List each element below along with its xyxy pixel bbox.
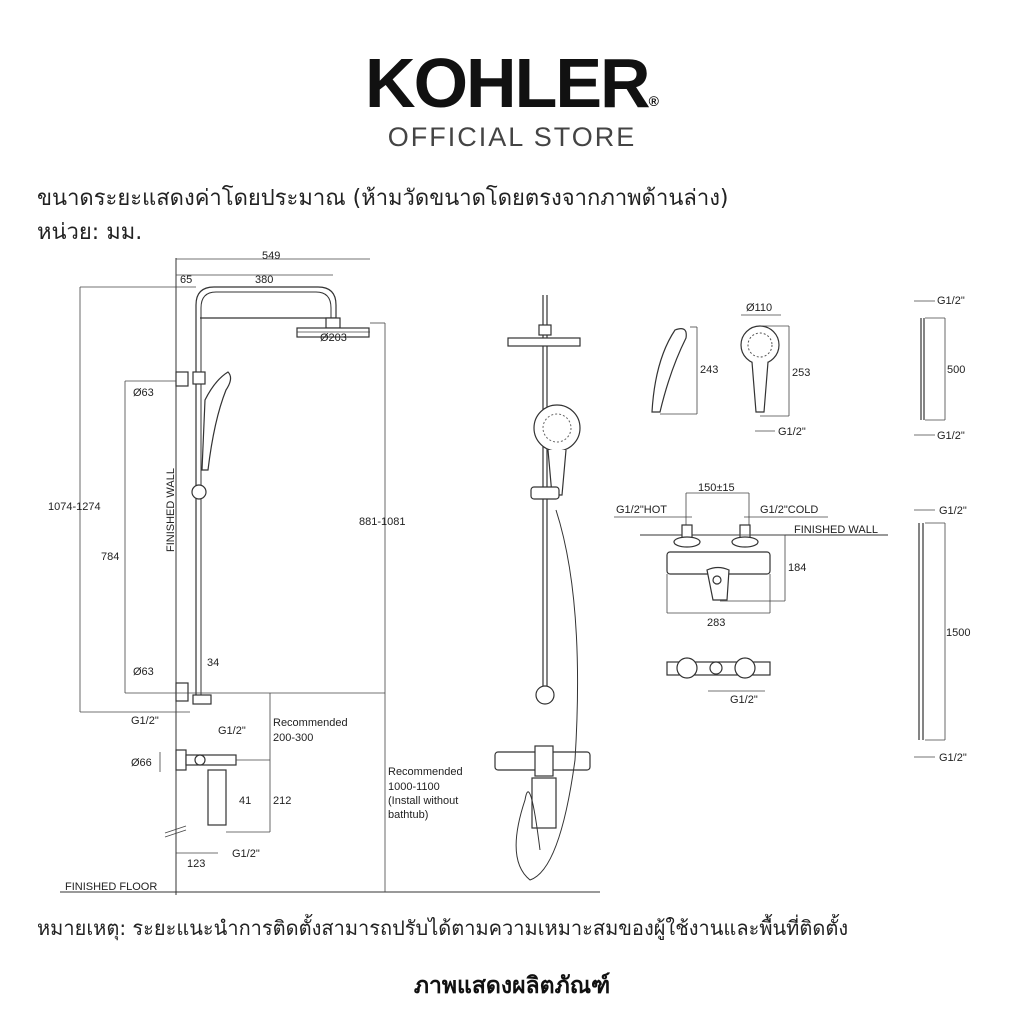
finished-wall-label: FINISHED WALL [165, 468, 177, 552]
long-hose-top: G1/2" [939, 505, 967, 517]
dim-283: 283 [707, 617, 725, 629]
rain-head [296, 327, 370, 338]
mixer-outlet-label: G1/2" [730, 694, 758, 706]
dim-65: 65 [180, 274, 192, 286]
unit-text: หน่วย: มม. [37, 220, 143, 245]
recommended-height-note1: (Install without [388, 795, 458, 807]
store-subtitle: OFFICIAL STORE [387, 122, 637, 152]
dim-380: 380 [255, 274, 273, 286]
dim-bracket-top: Ø63 [133, 387, 154, 399]
mixer-outlet-label: G1/2" [232, 848, 260, 860]
logo-text: KOHLER [365, 44, 651, 122]
side-view-drawing: 549 65 380 Ø203 Ø63 1074-1274 FINISHED W… [48, 250, 600, 895]
dim-123: 123 [187, 858, 205, 870]
installation-note: หมายเหตุ: ระยะแนะนำการติดตั้งสามารถปรับไ… [37, 916, 849, 940]
dim-253: 253 [792, 367, 810, 379]
hand-shower-connection: G1/2" [778, 426, 806, 438]
recommended-height-value: 1000-1100 [388, 781, 440, 793]
recommended-gap-label: Recommended [273, 717, 348, 729]
slider [191, 484, 207, 500]
kohler-logo: KOHLER® [0, 48, 1024, 118]
shower-pipe [195, 286, 337, 700]
dim-bracket-bottom: Ø63 [133, 666, 154, 678]
hose-front [515, 509, 579, 881]
product-image-title: ภาพแสดงผลิตภัณฑ์ [413, 973, 611, 999]
dim-34: 34 [207, 657, 219, 669]
hot-inlet-label: G1/2"HOT [616, 504, 667, 516]
bracket-top [175, 371, 189, 387]
mixer-cylinder [207, 769, 227, 826]
dim-41: 41 [239, 795, 251, 807]
dim-head-diameter: Ø203 [320, 332, 347, 344]
short-hose-detail: G1/2" 500 G1/2" [914, 295, 965, 442]
dim-110: Ø110 [746, 302, 772, 314]
recommended-height-note2: bathtub) [388, 809, 428, 821]
dim-184: 184 [788, 562, 806, 574]
rain-head-front [507, 337, 581, 347]
dim-mixer-diameter: Ø66 [131, 757, 152, 769]
mixer-finished-wall: FINISHED WALL [794, 524, 878, 536]
recommended-height-label: Recommended [388, 766, 463, 778]
head-connector [325, 317, 341, 329]
inlet-left-label: G1/2" [131, 715, 159, 727]
hand-shower-detail: 243 Ø110 253 G1/2" [651, 302, 810, 438]
dim-150: 150±15 [698, 482, 735, 494]
short-hose-bottom: G1/2" [937, 430, 965, 442]
long-hose-bottom: G1/2" [939, 752, 967, 764]
dim-head-height: 881-1081 [359, 516, 406, 528]
finished-floor-label: FINISHED FLOOR [65, 881, 157, 893]
mixer-side [185, 754, 237, 766]
dim-212: 212 [273, 795, 291, 807]
bracket-bottom [175, 682, 189, 702]
front-view-drawing [494, 295, 591, 881]
dim-784: 784 [101, 551, 119, 563]
dim-overall-height: 1074-1274 [48, 501, 101, 513]
short-hose-top: G1/2" [937, 295, 965, 307]
recommended-gap-value: 200-300 [273, 732, 313, 744]
dim-243: 243 [700, 364, 718, 376]
cold-inlet-label: G1/2"COLD [760, 504, 818, 516]
hand-shower-side [201, 371, 232, 471]
hand-shower-front [533, 404, 581, 452]
long-hose-length: 1500 [946, 627, 970, 639]
inlet-right-label: G1/2" [218, 725, 246, 737]
short-hose-length: 500 [947, 364, 965, 376]
long-hose-detail: G1/2" 1500 G1/2" [914, 505, 970, 764]
disclaimer-text: ขนาดระยะแสดงค่าโดยประมาณ (ห้ามวัดขนาดโดย… [37, 186, 729, 211]
registered-mark: ® [648, 93, 659, 109]
dim-549: 549 [262, 250, 280, 262]
mixer-detail: 150±15 G1/2"HOT G1/2"COLD FINISHED WALL … [614, 482, 888, 706]
